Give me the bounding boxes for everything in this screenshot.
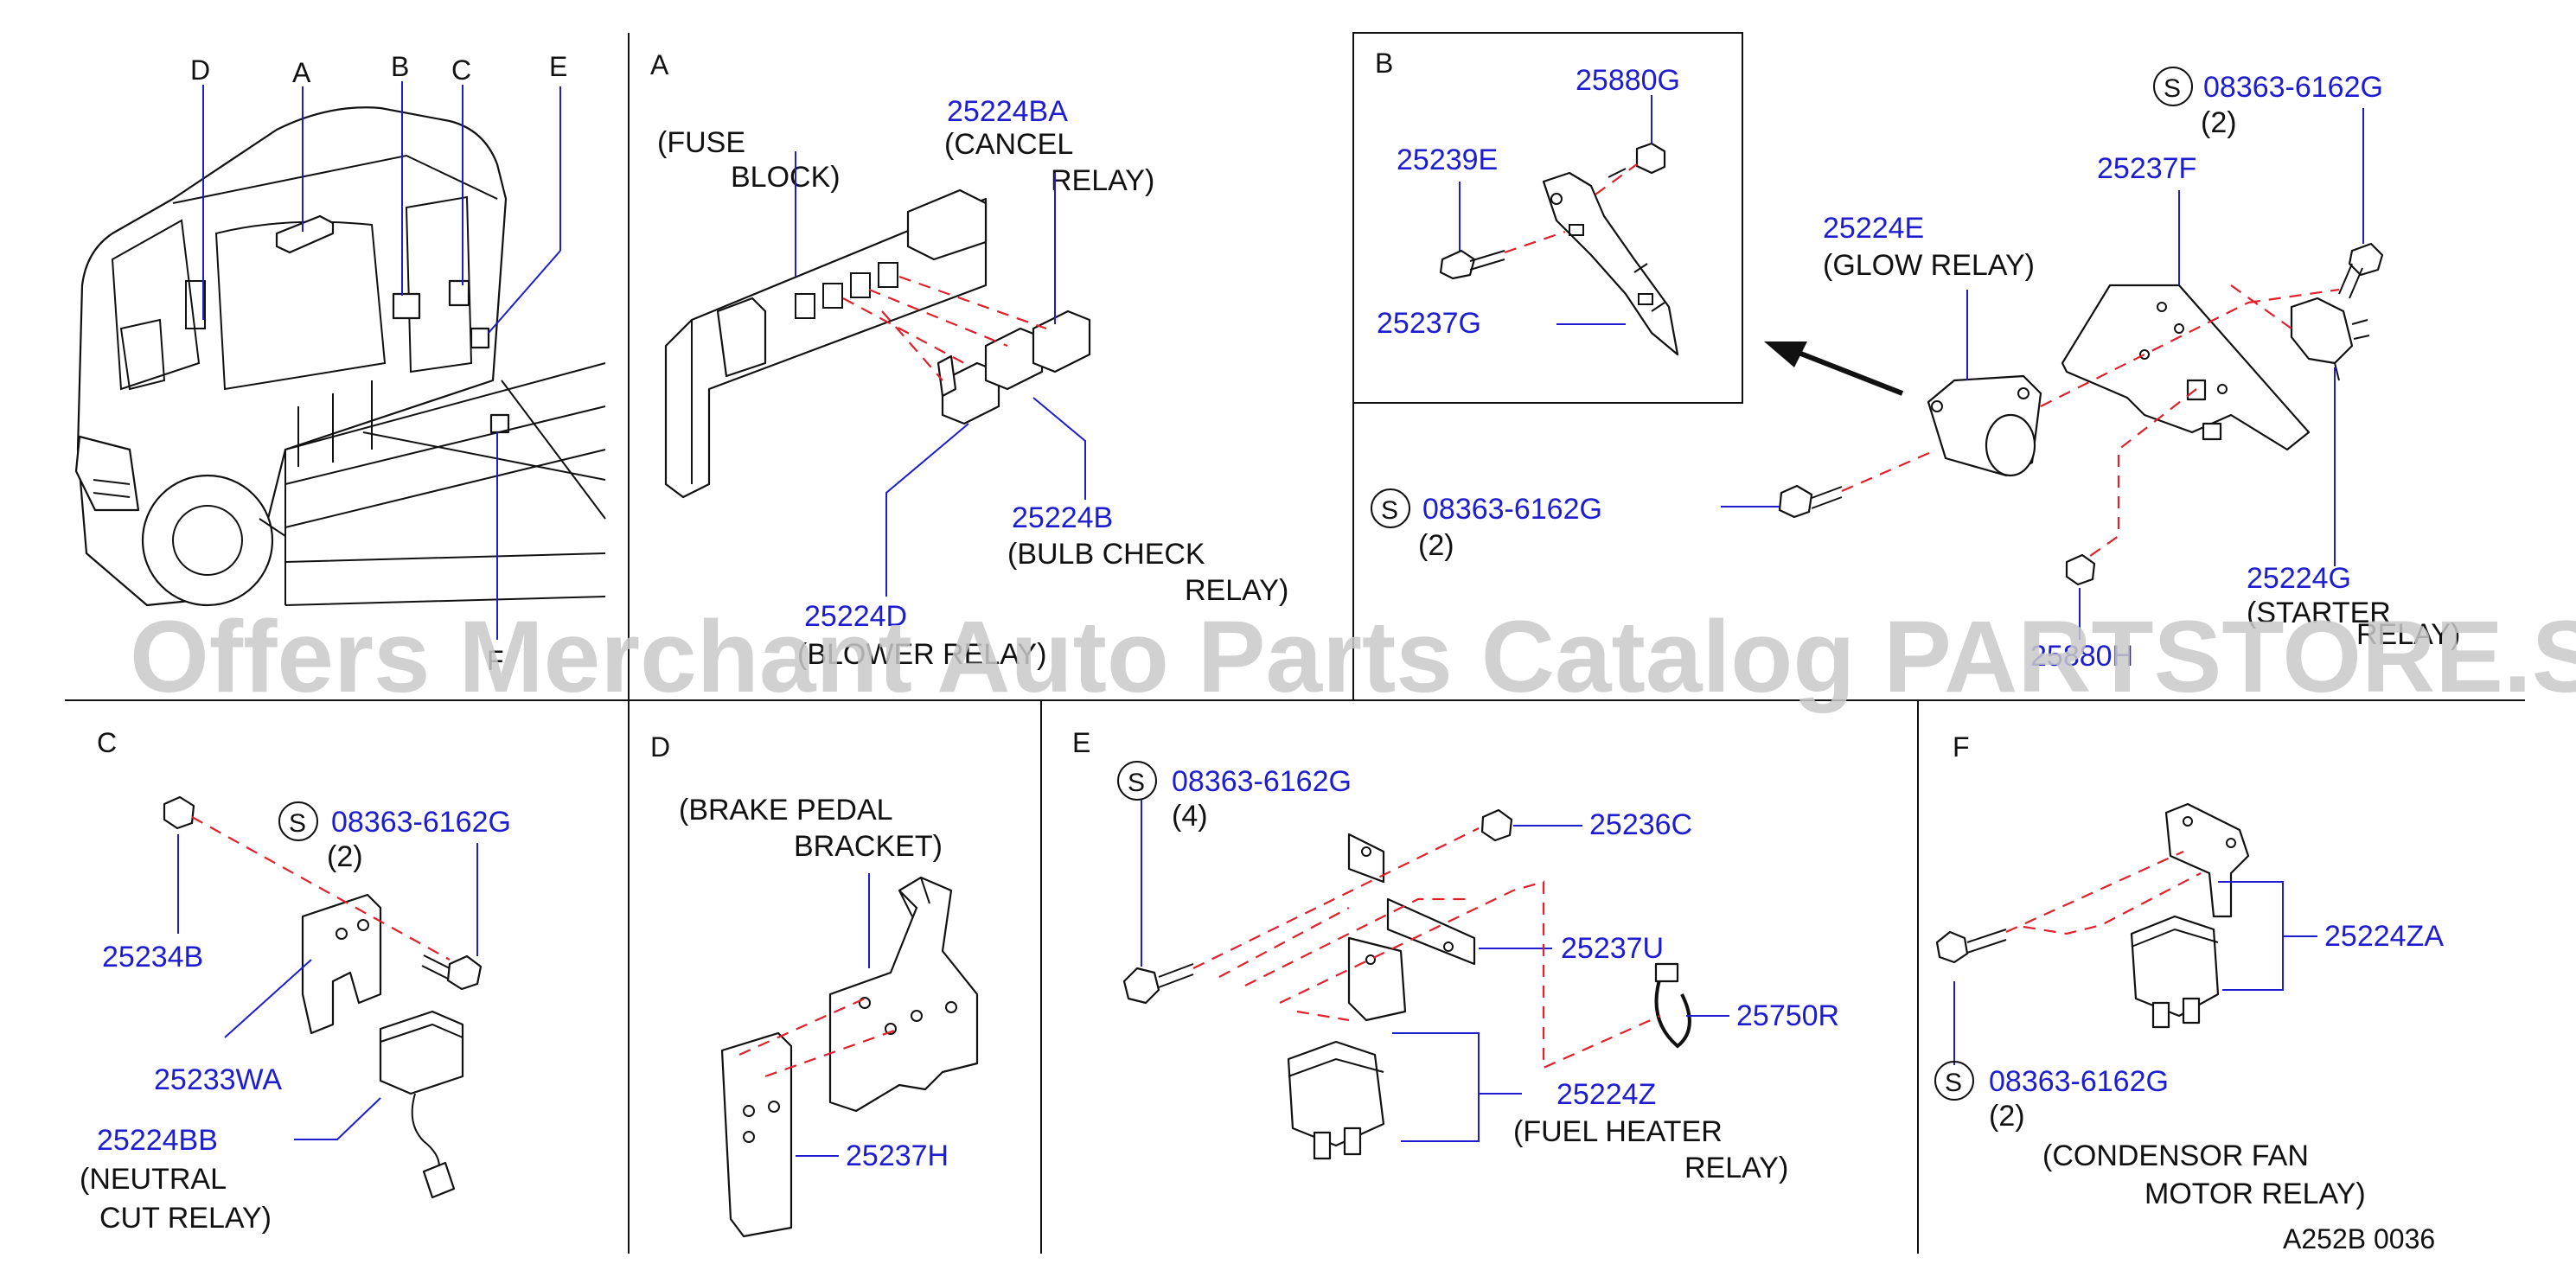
s-circle-icon bbox=[1934, 1061, 1974, 1101]
bulb-check-desc-2: RELAY) bbox=[1185, 574, 1288, 607]
diagram-code: A252B 0036 bbox=[2283, 1223, 2435, 1254]
callout-d-label: D bbox=[190, 54, 210, 86]
qty-c: (2) bbox=[327, 840, 363, 873]
s-symbol: S bbox=[1945, 1069, 1962, 1097]
part-number-08363-6162g-f[interactable]: 08363-6162G bbox=[1989, 1065, 2169, 1098]
part-number-25237u[interactable]: 25237U bbox=[1561, 932, 1664, 965]
section-d: D (BRAKE PEDAL BRACKET) 25237H bbox=[650, 731, 979, 1238]
neutral-cut-desc-2: CUT RELAY) bbox=[99, 1202, 272, 1235]
section-dividers bbox=[65, 32, 2525, 1254]
cancel-relay-desc-1: (CANCEL bbox=[944, 128, 1073, 161]
part-number-08363-6162g-c[interactable]: 08363-6162G bbox=[331, 806, 511, 839]
part-number-25224ba[interactable]: 25224BA bbox=[947, 95, 1068, 128]
callout-b-label: B bbox=[391, 51, 409, 82]
watermark: Offers Merchant Auto Parts Catalog PARTS… bbox=[130, 600, 2576, 714]
part-number-25224bb[interactable]: 25224BB bbox=[97, 1124, 218, 1157]
part-number-25233wa[interactable]: 25233WA bbox=[154, 1063, 282, 1096]
part-number-25224g[interactable]: 25224G bbox=[2247, 562, 2351, 595]
fuse-block-label-1: (FUSE bbox=[657, 126, 745, 159]
qty-left: (2) bbox=[1418, 529, 1454, 562]
condensor-fan-desc-2: MOTOR RELAY) bbox=[2145, 1178, 2366, 1210]
fuse-block-label-2: BLOCK) bbox=[731, 161, 841, 194]
part-number-25224e[interactable]: 25224E bbox=[1823, 212, 1924, 245]
glow-relay-desc: (GLOW RELAY) bbox=[1823, 249, 2035, 282]
s-symbol: S bbox=[289, 809, 306, 838]
part-number-25224d[interactable]: 25224D bbox=[804, 600, 907, 633]
qty-top: (2) bbox=[2201, 106, 2237, 139]
overview-truck: D A B C E F bbox=[74, 51, 606, 676]
detail-b-box bbox=[1352, 32, 1743, 404]
s-symbol: S bbox=[2164, 74, 2181, 103]
section-b: B 25880G 25239E 25237G bbox=[1375, 48, 1680, 356]
section-f-letter: F bbox=[1953, 731, 1970, 763]
part-number-25237f[interactable]: 25237F bbox=[2097, 152, 2196, 185]
qty-e: (4) bbox=[1172, 800, 1208, 833]
s-circle-icon bbox=[278, 801, 318, 841]
main-assembly: S 08363-6162G (2) 25237F 25224E (GLOW RE… bbox=[1371, 67, 2460, 673]
part-number-25236c[interactable]: 25236C bbox=[1589, 808, 1692, 841]
part-number-08363-6162g-left[interactable]: 08363-6162G bbox=[1422, 493, 1602, 526]
section-c: C S 08363-6162G (2) 25234B 25233WA 25224… bbox=[80, 727, 511, 1235]
qty-f: (2) bbox=[1989, 1100, 2025, 1133]
s-circle-icon bbox=[2153, 67, 2193, 106]
part-number-25224z[interactable]: 25224Z bbox=[1556, 1078, 1656, 1111]
callout-f-label: F bbox=[487, 645, 504, 676]
brake-bracket-desc-2: BRACKET) bbox=[794, 830, 943, 863]
s-circle-icon bbox=[1117, 761, 1157, 801]
part-number-08363-6162g-e[interactable]: 08363-6162G bbox=[1172, 765, 1352, 798]
part-number-25224b[interactable]: 25224B bbox=[1012, 501, 1113, 534]
part-number-25224za[interactable]: 25224ZA bbox=[2324, 920, 2444, 953]
section-b-letter: B bbox=[1375, 48, 1393, 79]
section-e: E S 08363-6162G (4) 25236C 25237U 25750R bbox=[1072, 727, 1839, 1184]
fuel-heater-desc-1: (FUEL HEATER bbox=[1513, 1115, 1723, 1148]
callout-e-label: E bbox=[549, 51, 567, 82]
starter-relay-desc-2: RELAY) bbox=[2356, 618, 2460, 651]
brake-bracket-desc-1: (BRAKE PEDAL bbox=[679, 794, 893, 827]
section-a-letter: A bbox=[650, 49, 669, 80]
part-number-08363-6162g-top[interactable]: 08363-6162G bbox=[2203, 71, 2383, 104]
condensor-fan-desc-1: (CONDENSOR FAN bbox=[2042, 1139, 2309, 1172]
section-a: A (FUSE BLOCK) 25224BA (CANCEL RELAY) 25… bbox=[650, 49, 1288, 671]
part-number-25880h[interactable]: 25880H bbox=[2030, 640, 2133, 673]
part-number-25237g[interactable]: 25237G bbox=[1377, 307, 1481, 340]
cancel-relay-desc-2: RELAY) bbox=[1051, 164, 1154, 197]
part-number-25237h[interactable]: 25237H bbox=[846, 1139, 949, 1172]
part-number-25234b[interactable]: 25234B bbox=[102, 941, 203, 973]
section-c-letter: C bbox=[97, 727, 117, 758]
s-symbol: S bbox=[1381, 496, 1398, 525]
s-symbol: S bbox=[1128, 769, 1145, 797]
neutral-cut-desc-1: (NEUTRAL bbox=[80, 1163, 227, 1196]
section-e-letter: E bbox=[1072, 727, 1090, 758]
part-number-25880g[interactable]: 25880G bbox=[1576, 64, 1680, 97]
section-d-letter: D bbox=[650, 731, 670, 763]
starter-relay-desc-1: (STARTER bbox=[2247, 597, 2391, 629]
callout-c-label: C bbox=[451, 54, 471, 86]
part-number-25750r[interactable]: 25750R bbox=[1736, 999, 1839, 1032]
bulb-check-desc-1: (BULB CHECK bbox=[1007, 538, 1205, 571]
callout-a-label: A bbox=[292, 57, 311, 88]
blower-relay-desc: (BLOWER RELAY) bbox=[797, 638, 1046, 671]
part-number-25239e[interactable]: 25239E bbox=[1397, 144, 1498, 176]
s-circle-icon bbox=[1371, 488, 1410, 528]
fuel-heater-desc-2: RELAY) bbox=[1684, 1152, 1788, 1184]
section-f: F 25224ZA S 08363-6162G (2) (CONDENSOR F… bbox=[1934, 731, 2444, 1254]
